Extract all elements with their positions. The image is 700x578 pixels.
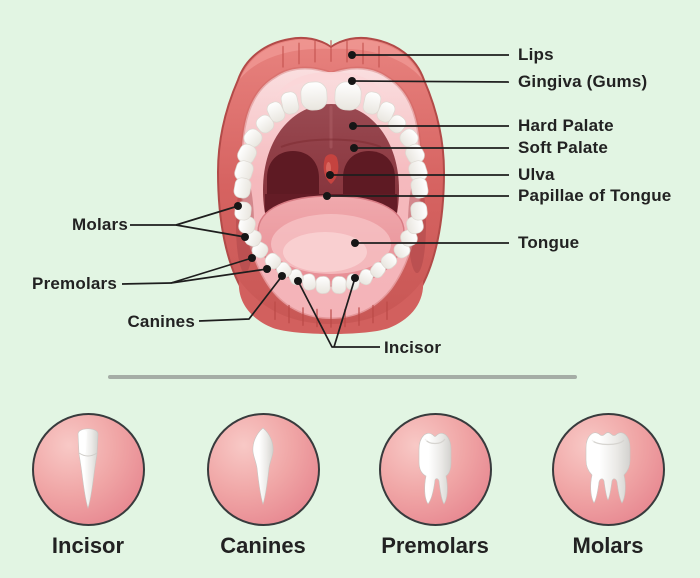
leader-premolars-b bbox=[170, 268, 268, 284]
leader-molars-b bbox=[175, 224, 246, 238]
canines-caption: Canines bbox=[220, 533, 306, 558]
lower-lip-striations bbox=[274, 301, 388, 328]
molars-caption: Molars bbox=[572, 533, 644, 558]
canine-tooth-icon bbox=[252, 427, 274, 505]
tooth bbox=[362, 91, 382, 115]
label-soft-palate: Soft Palate bbox=[518, 138, 609, 157]
incisor-circle bbox=[31, 413, 145, 526]
incisor-caption: Incisor bbox=[51, 533, 125, 558]
tooth bbox=[376, 101, 396, 123]
premolar-tooth-icon bbox=[418, 432, 452, 505]
premolars-caption: Premolars bbox=[381, 533, 489, 558]
tooth bbox=[233, 177, 252, 199]
molar-tooth-icon bbox=[585, 431, 631, 504]
label-papillae: Papillae of Tongue bbox=[518, 186, 672, 205]
tooth bbox=[334, 81, 362, 111]
tooth bbox=[410, 201, 428, 221]
tooth-card-premolars: Premolars bbox=[355, 413, 515, 559]
tooth bbox=[358, 268, 374, 286]
premolars-circle bbox=[378, 413, 492, 526]
tooth bbox=[410, 177, 429, 199]
uvula-highlight bbox=[326, 162, 331, 174]
leader-gingiva bbox=[351, 80, 510, 83]
molars-circle bbox=[551, 413, 665, 526]
incisor-tooth-icon bbox=[77, 427, 99, 509]
tooth-card-canines: Canines bbox=[183, 413, 343, 559]
label-lips: Lips bbox=[518, 45, 554, 64]
label-ulva: Ulva bbox=[518, 165, 555, 184]
label-hard-palate: Hard Palate bbox=[518, 116, 614, 135]
tooth bbox=[255, 114, 275, 134]
mouth-illustration bbox=[216, 36, 446, 335]
upper-gum-highlight bbox=[275, 72, 387, 98]
tooth-card-incisor: Incisor bbox=[8, 413, 168, 559]
canines-circle bbox=[206, 413, 320, 526]
label-premolars: Premolars bbox=[32, 274, 117, 293]
tongue-highlight-2 bbox=[283, 232, 367, 272]
leader-lines bbox=[121, 54, 510, 348]
tooth bbox=[266, 101, 286, 123]
leader-canines bbox=[198, 275, 283, 322]
lower-lip-band bbox=[238, 280, 424, 334]
fauces-right bbox=[343, 151, 395, 206]
label-canines: Canines bbox=[127, 312, 195, 331]
label-incisor: Incisor bbox=[384, 338, 442, 357]
fauces-left bbox=[267, 151, 319, 206]
leader-incisor-a bbox=[297, 280, 380, 348]
lip-highlight bbox=[240, 39, 422, 79]
tooth bbox=[380, 252, 398, 270]
leader-incisor-b bbox=[333, 277, 356, 348]
palate-boundary bbox=[280, 138, 382, 148]
leader-dots bbox=[234, 51, 359, 285]
tooth bbox=[315, 276, 331, 294]
tooth bbox=[280, 91, 300, 115]
tooth bbox=[300, 81, 328, 111]
label-gingiva: Gingiva (Gums) bbox=[518, 72, 648, 91]
tooth bbox=[331, 276, 347, 294]
tooth bbox=[387, 114, 407, 134]
section-divider bbox=[108, 375, 577, 379]
label-tongue: Tongue bbox=[518, 233, 580, 252]
tooth-card-molars: Molars bbox=[528, 413, 688, 559]
lip-striations bbox=[282, 40, 380, 68]
upper-teeth bbox=[233, 81, 429, 199]
label-molars: Molars bbox=[72, 215, 128, 234]
tooth bbox=[301, 273, 317, 291]
